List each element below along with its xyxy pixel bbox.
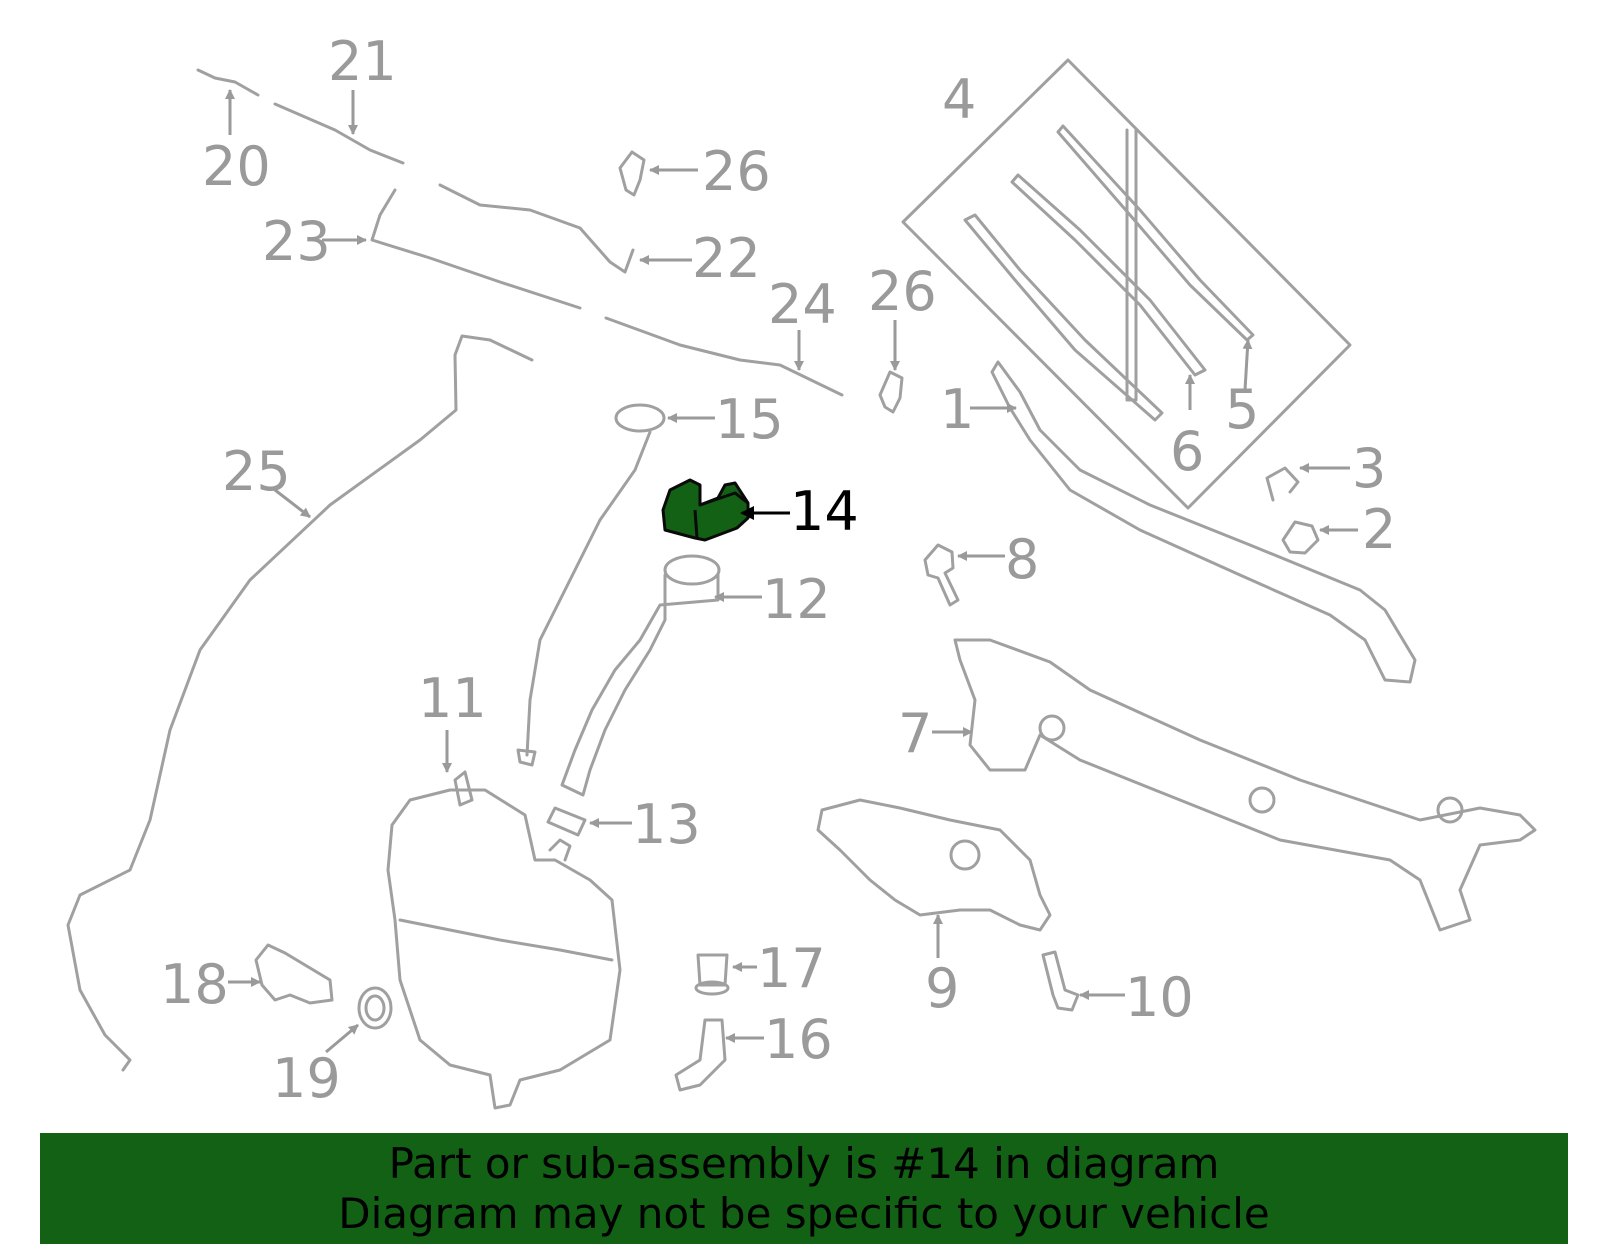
callout-24: 24 <box>768 273 837 336</box>
nut-part-2 <box>1281 520 1320 555</box>
callout-23: 23 <box>262 210 331 273</box>
hose-part-23 <box>370 188 582 310</box>
callout-15: 15 <box>715 388 784 451</box>
hose-part-22 <box>438 183 635 274</box>
hose-part-21 <box>273 102 405 165</box>
info-banner: Part or sub-assembly is #14 in diagram D… <box>40 1133 1568 1244</box>
pump-part-18 <box>254 943 334 1005</box>
cap-part-3 <box>1265 466 1300 502</box>
callout-9: 9 <box>925 957 959 1020</box>
callout-5: 5 <box>1225 378 1259 441</box>
callout-25: 25 <box>222 440 291 503</box>
banner-line-disclaimer: Diagram may not be specific to your vehi… <box>338 1189 1270 1238</box>
callout-19: 19 <box>272 1047 341 1110</box>
wiper-kit-box-part-4 <box>901 58 1352 510</box>
nozzle-part-26-mid <box>878 370 904 414</box>
pump-part-16 <box>674 1018 727 1092</box>
seal-part-13 <box>546 806 587 837</box>
callout-13: 13 <box>632 793 701 856</box>
nozzle-part-26-top <box>618 150 646 197</box>
filler-neck-part-12 <box>663 554 721 586</box>
callout-10: 10 <box>1125 966 1194 1029</box>
highlighted-part-14[interactable] <box>661 478 750 542</box>
hose-part-24 <box>604 316 844 397</box>
wiper-arm-part-1 <box>990 360 1417 684</box>
callout-6: 6 <box>1170 420 1204 483</box>
callout-22: 22 <box>692 227 761 290</box>
callout-20: 20 <box>202 135 271 198</box>
grommet-part-19 <box>357 986 393 1030</box>
callout-7: 7 <box>898 702 932 765</box>
callout-3: 3 <box>1352 437 1386 500</box>
grommet-part-17 <box>696 953 729 987</box>
hose-part-20 <box>196 68 260 97</box>
callout-1: 1 <box>940 378 974 441</box>
callout-14[interactable]: 14 <box>790 480 859 543</box>
callout-11: 11 <box>418 667 487 730</box>
callout-16: 16 <box>764 1008 833 1071</box>
hose-part-25 <box>66 334 534 1072</box>
callout-2: 2 <box>1362 498 1396 561</box>
callout-21: 21 <box>328 30 397 93</box>
bolt-part-10 <box>1041 950 1080 1012</box>
callout-4: 4 <box>942 68 976 131</box>
motor-part-9 <box>816 798 1052 932</box>
callout-26-mid: 26 <box>868 260 937 323</box>
reservoir-part-11 <box>386 788 622 1110</box>
callout-26-top: 26 <box>702 140 771 203</box>
callout-8: 8 <box>1005 528 1039 591</box>
callout-12: 12 <box>762 568 831 631</box>
cap-part-15 <box>614 403 666 433</box>
linkage-part-7 <box>953 638 1537 932</box>
callout-17: 17 <box>757 937 826 1000</box>
bolt-part-8 <box>923 543 960 607</box>
banner-line-part-number: Part or sub-assembly is #14 in diagram <box>388 1139 1220 1188</box>
callout-18: 18 <box>160 953 229 1016</box>
